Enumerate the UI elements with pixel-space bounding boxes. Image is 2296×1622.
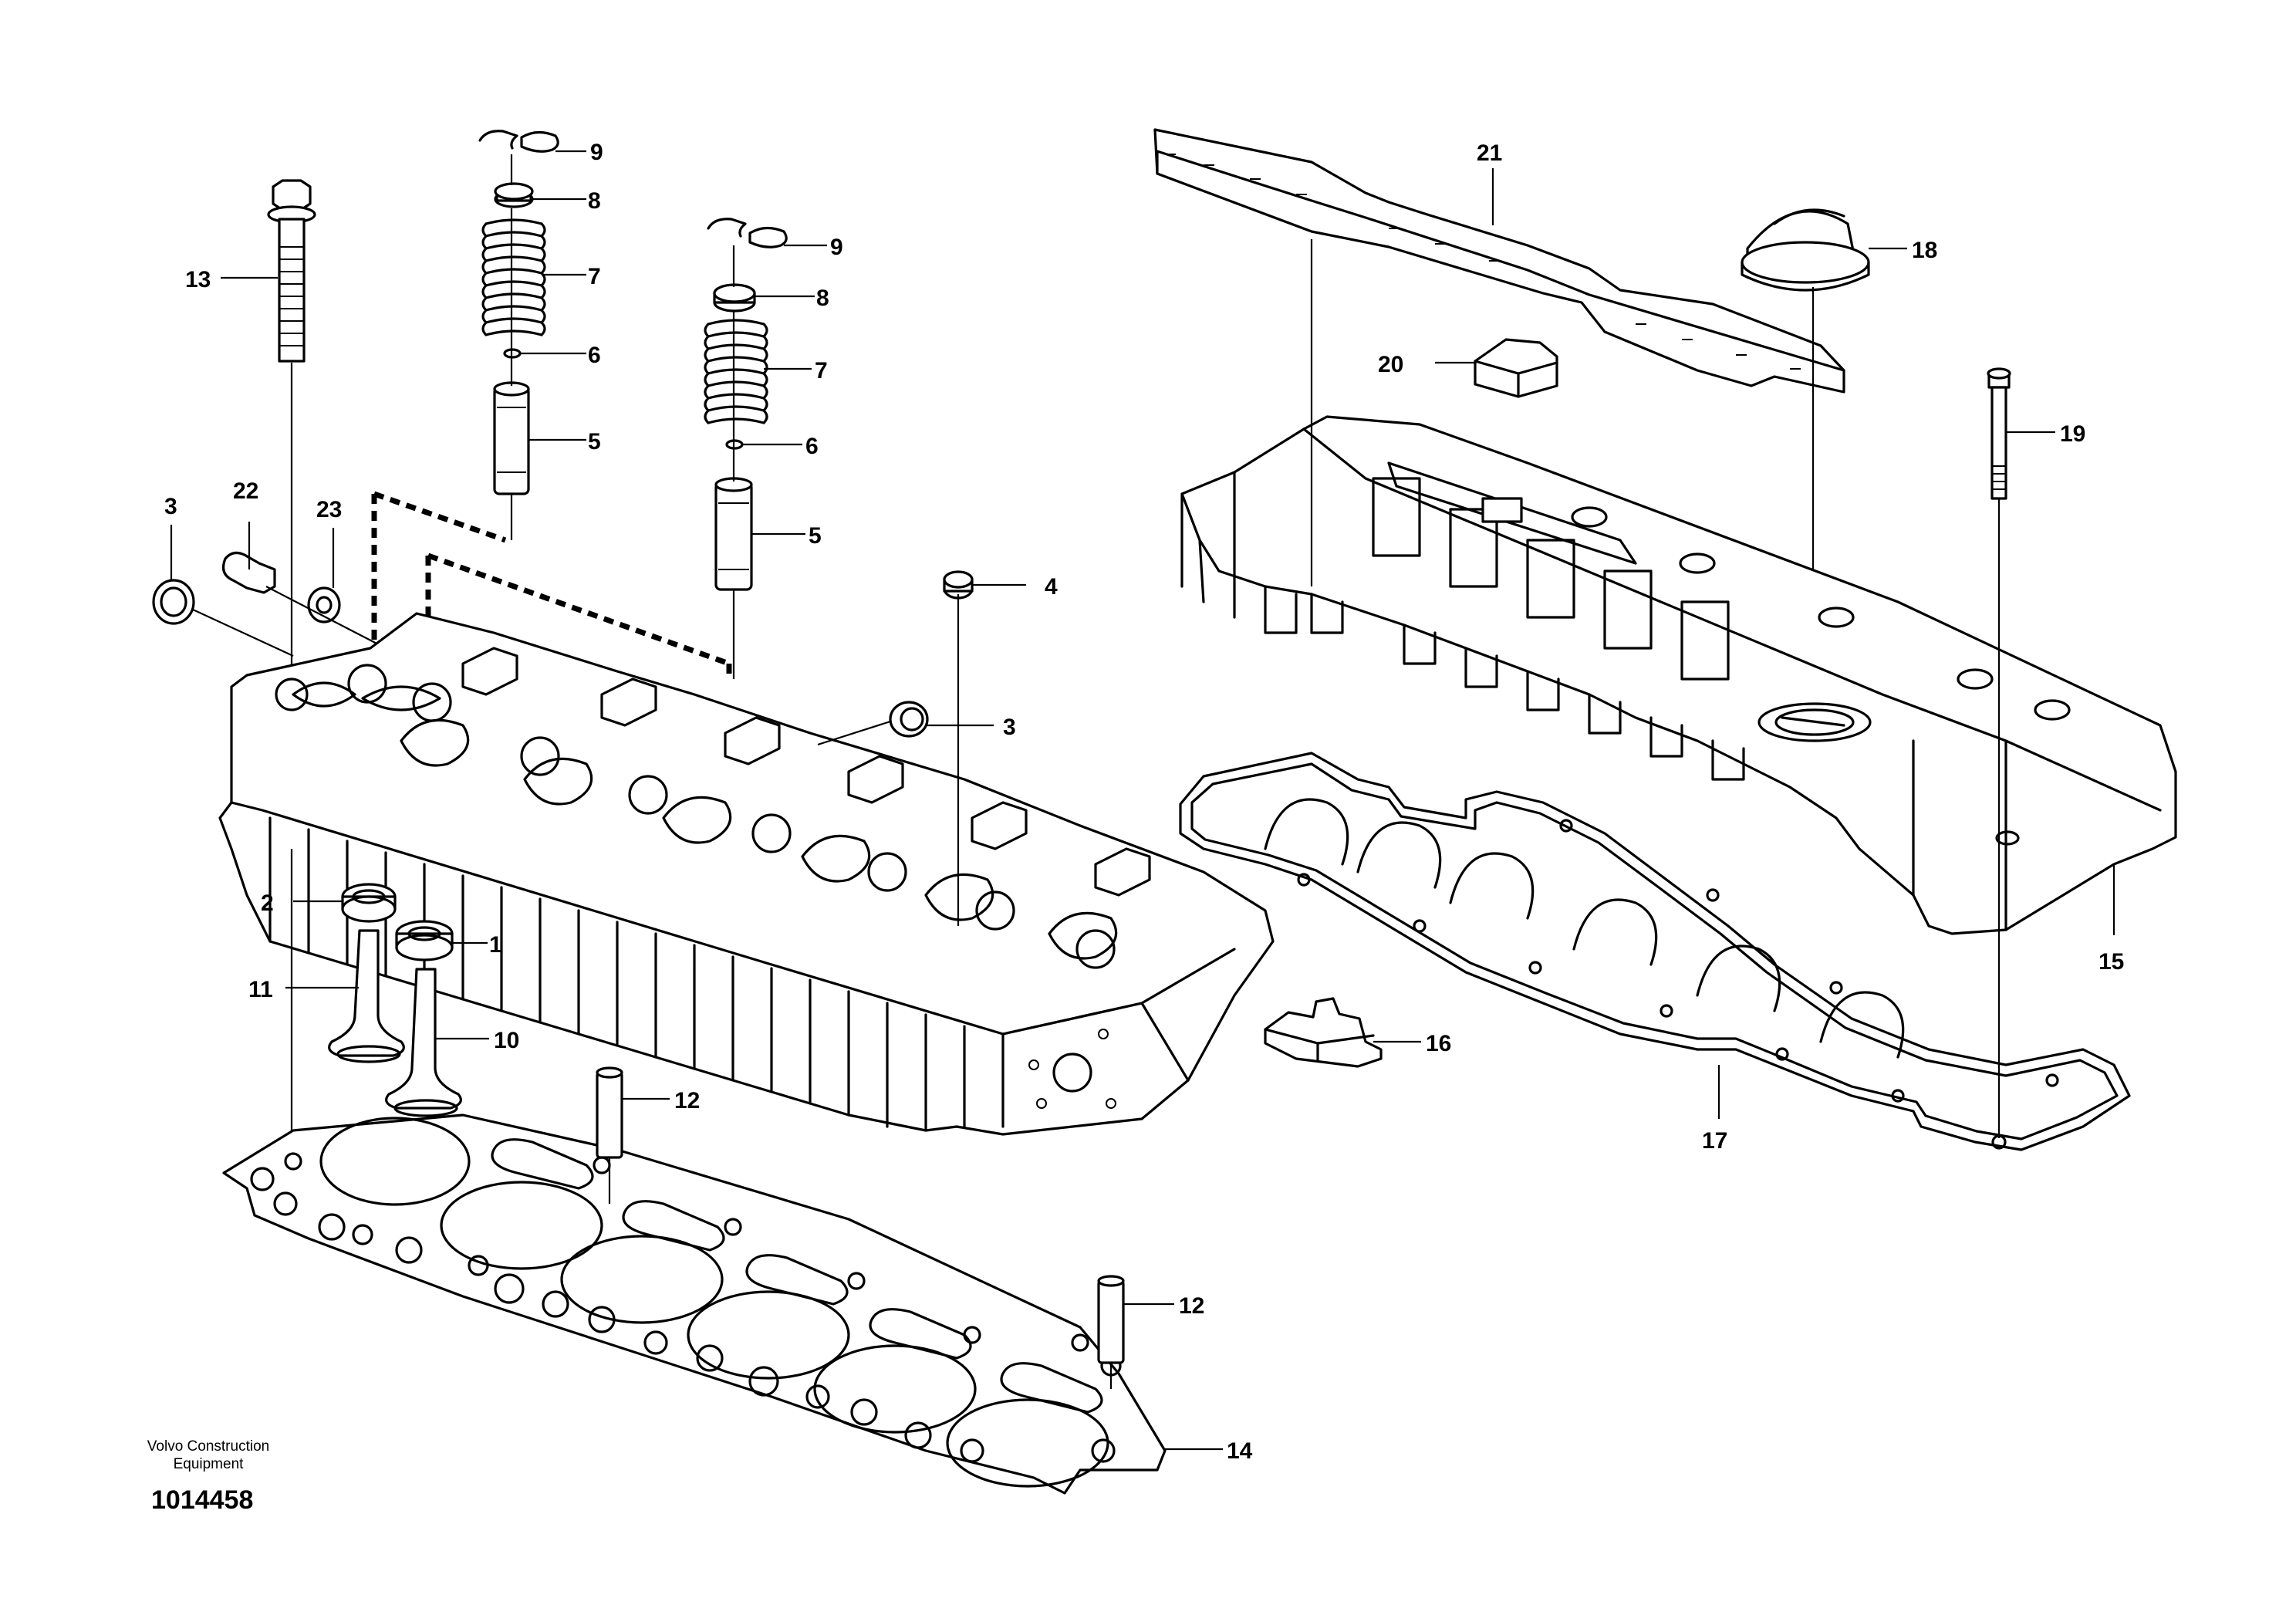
company-name-line2: Equipment (174, 1456, 245, 1472)
callout-label-22: 22 (233, 478, 258, 504)
callout-label-16: 16 (1426, 1031, 1451, 1056)
dowel-pins (596, 1066, 1174, 1389)
company-name-line1: Volvo Construction (147, 1438, 269, 1455)
callout-label-11: 11 (248, 977, 273, 1002)
document-number: 1014458 (151, 1485, 253, 1515)
cylinder-head-small-parts (817, 570, 1026, 926)
callout-label-5: 5 (809, 523, 822, 549)
footer-block: Volvo Construction Equipment 1014458 (147, 1438, 269, 1515)
callout-label-19: 19 (2060, 421, 2085, 447)
callout-label-6: 6 (588, 343, 601, 368)
callout-label-7: 7 (588, 264, 601, 289)
valve-cover (1180, 239, 2177, 935)
callout-label-15: 15 (2098, 949, 2124, 975)
callout-label-9: 9 (590, 140, 603, 165)
callout-label-18: 18 (1912, 238, 1937, 263)
callout-label-6: 6 (805, 434, 819, 459)
callout-label-1: 1 (489, 932, 502, 958)
callout-label-21: 21 (1477, 140, 1502, 166)
callout-label-12: 12 (1179, 1293, 1204, 1319)
callout-label-10: 10 (494, 1028, 519, 1053)
callout-label-2: 2 (261, 890, 274, 916)
callout-label-9: 9 (830, 235, 843, 260)
callout-label-12: 12 (674, 1088, 700, 1113)
callout-label-7: 7 (815, 358, 828, 384)
callout-label-8: 8 (816, 286, 829, 311)
valve-cover-gasket (1179, 752, 2131, 1151)
callout-label-3: 3 (1003, 715, 1016, 740)
callout-label-17: 17 (1702, 1128, 1727, 1154)
bracket (1435, 338, 1558, 398)
left-small-parts (152, 551, 387, 657)
callout-label-20: 20 (1378, 352, 1403, 377)
valve-train-left (478, 130, 559, 540)
oil-filler-cap (1741, 208, 1907, 710)
valve-train-right (704, 218, 788, 679)
clamp (1264, 997, 1421, 1068)
valve-group-indicator (371, 491, 732, 787)
callout-label-5: 5 (588, 429, 601, 454)
cylinder-head-gasket (222, 1113, 1223, 1495)
cover-bolt (1987, 367, 2055, 1150)
callout-label-23: 23 (316, 497, 342, 522)
valves-and-seals (285, 849, 489, 1157)
callout-label-3: 3 (164, 494, 177, 519)
callout-labels: 9 8 7 6 5 9 8 7 6 5 13 22 23 3 4 3 2 1 1… (164, 140, 2124, 1464)
callout-label-14: 14 (1227, 1438, 1253, 1464)
cylinder-head (218, 612, 1275, 1136)
callout-label-8: 8 (588, 188, 601, 214)
cylinder-head-bolt (267, 179, 316, 683)
callout-label-13: 13 (185, 267, 211, 292)
callout-label-4: 4 (1045, 574, 1058, 600)
cover-strip (1153, 128, 1845, 394)
